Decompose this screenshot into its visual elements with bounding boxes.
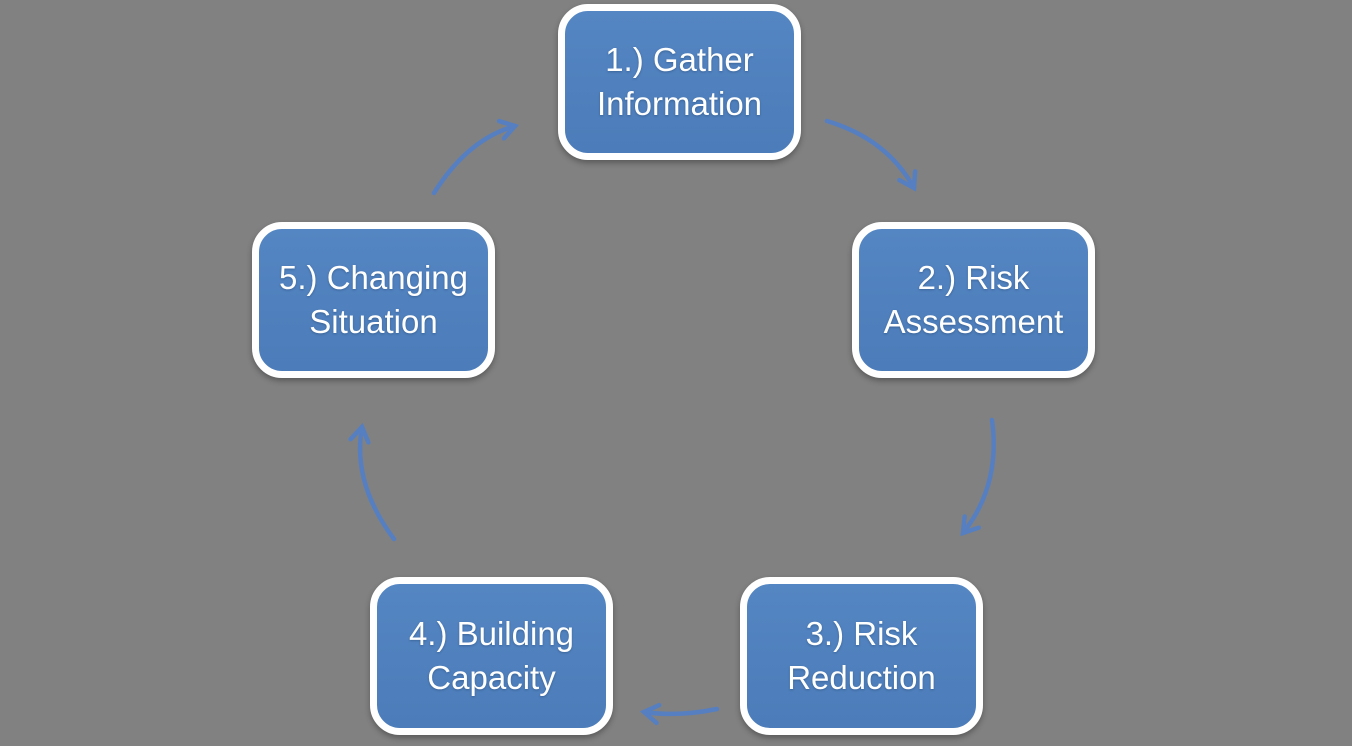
arrow-risk-reduction-to-building-capacity [639, 702, 720, 726]
node-label: 4.) Building Capacity [409, 612, 574, 699]
node-label: 3.) Risk Reduction [787, 612, 936, 699]
node-label-line: 1.) Gather [605, 41, 754, 79]
node-label-line: 4.) Building [408, 615, 575, 653]
node-building-capacity: 4.) Building Capacity [370, 577, 613, 735]
node-risk-assessment: 2.) Risk Assessment [852, 222, 1095, 378]
arrow-changing-situation-to-gather-information [431, 118, 520, 196]
node-label: 2.) Risk Assessment [884, 256, 1064, 343]
node-label-line: 5.) Changing [279, 259, 468, 297]
arrow-gather-information-to-risk-assessment [824, 118, 918, 192]
arrow-risk-assessment-to-risk-reduction [960, 417, 996, 537]
node-label: 1.) Gather Information [597, 38, 762, 125]
node-label-line: Capacity [427, 659, 556, 696]
node-changing-situation: 5.) Changing Situation [252, 222, 495, 378]
node-label-line: Reduction [787, 659, 936, 696]
node-label: 5.) Changing Situation [279, 256, 468, 343]
node-label-line: Situation [309, 303, 438, 340]
node-label-line: Assessment [883, 303, 1064, 340]
arrow-building-capacity-to-changing-situation [348, 422, 397, 542]
node-gather-information: 1.) Gather Information [558, 4, 801, 160]
node-label-line: 2.) Risk [917, 259, 1030, 297]
node-label-line: 3.) Risk [805, 615, 918, 653]
node-risk-reduction: 3.) Risk Reduction [740, 577, 983, 735]
node-label-line: Information [596, 85, 763, 122]
